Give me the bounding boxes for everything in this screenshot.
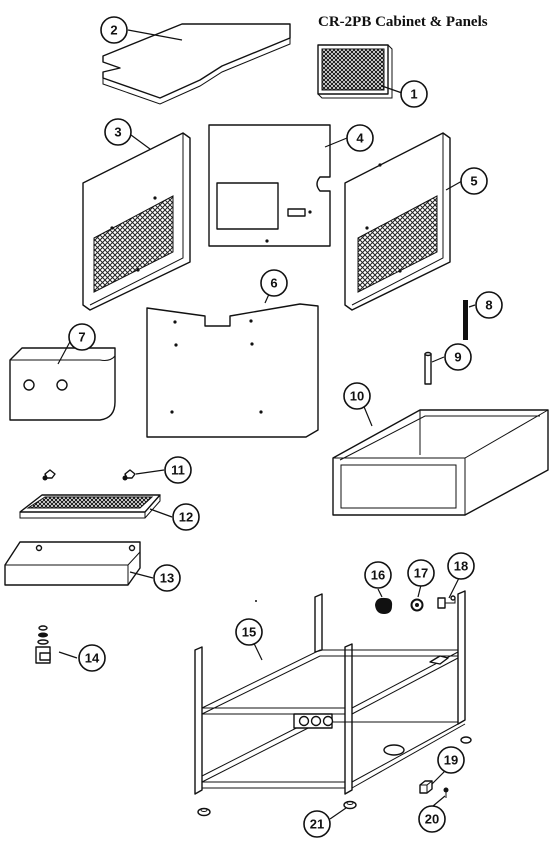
callout-number: 6 <box>270 276 277 291</box>
part-4-back-panel <box>208 124 331 247</box>
callout-11: 11 <box>164 456 192 484</box>
callout-8: 8 <box>475 291 503 319</box>
part-8-rod <box>463 300 468 340</box>
part-6-front-panel <box>146 303 319 438</box>
part-20-screw <box>443 787 449 798</box>
callout-number: 20 <box>425 812 439 827</box>
callout-number: 15 <box>242 625 256 640</box>
callout-1: 1 <box>400 80 428 108</box>
part-12-grate <box>19 494 161 519</box>
callout-19: 19 <box>437 746 465 774</box>
callout-15: 15 <box>235 618 263 646</box>
callout-9: 9 <box>444 343 472 371</box>
callout-number: 17 <box>414 566 428 581</box>
part-14-valve-assembly <box>35 625 51 664</box>
callout-circle <box>407 559 435 587</box>
callout-4: 4 <box>346 124 374 152</box>
part-2-top-panel <box>102 23 291 105</box>
callout-14: 14 <box>78 644 106 672</box>
part-3-left-side-panel <box>82 132 191 311</box>
callout-number: 13 <box>160 571 174 586</box>
part-19-nut <box>419 780 433 794</box>
callout-circle <box>364 561 392 589</box>
callout-circle <box>260 269 288 297</box>
callout-circle <box>444 343 472 371</box>
callout-circle <box>164 456 192 484</box>
callout-circle <box>235 618 263 646</box>
callout-circle <box>68 323 96 351</box>
part-5-right-side-panel <box>344 132 451 311</box>
callout-number: 9 <box>454 350 461 365</box>
part-15-cabinet-frame <box>194 590 472 795</box>
diagram-title: CR-2PB Cabinet & Panels <box>318 14 488 30</box>
callout-number: 21 <box>310 817 324 832</box>
callout-circle <box>346 124 374 152</box>
callout-circle <box>78 644 106 672</box>
callout-number: 7 <box>78 330 85 345</box>
callout-5: 5 <box>460 167 488 195</box>
callout-circle <box>447 552 475 580</box>
callout-6: 6 <box>260 269 288 297</box>
callout-16: 16 <box>364 561 392 589</box>
callout-7: 7 <box>68 323 96 351</box>
callout-number: 3 <box>114 125 121 140</box>
part-18-clip <box>437 595 456 609</box>
part-10-drawer-frame <box>332 409 549 516</box>
callout-13: 13 <box>153 564 181 592</box>
callout-circle <box>104 118 132 146</box>
callout-2: 2 <box>100 16 128 44</box>
callout-circle <box>437 746 465 774</box>
callout-20: 20 <box>418 805 446 833</box>
part-1-grille <box>317 44 393 99</box>
callout-circle <box>153 564 181 592</box>
part-7-control-panel <box>9 347 116 421</box>
callout-12: 12 <box>172 503 200 531</box>
part-17-small-knob <box>410 598 424 612</box>
callout-number: 1 <box>410 87 417 102</box>
callout-circle <box>475 291 503 319</box>
part-13-tray <box>4 541 141 586</box>
callout-number: 18 <box>454 559 468 574</box>
callout-number: 8 <box>485 298 492 313</box>
leader-lines <box>57 29 476 820</box>
callout-18: 18 <box>447 552 475 580</box>
callout-circle <box>100 16 128 44</box>
callout-circle <box>460 167 488 195</box>
callout-number: 4 <box>356 131 364 146</box>
part-9-pin <box>424 351 432 385</box>
callout-21: 21 <box>303 810 331 838</box>
callout-number: 16 <box>371 568 385 583</box>
callout-number: 10 <box>350 389 364 404</box>
callout-circle <box>400 80 428 108</box>
callout-3: 3 <box>104 118 132 146</box>
callout-10: 10 <box>343 382 371 410</box>
callout-circle <box>343 382 371 410</box>
callout-17: 17 <box>407 559 435 587</box>
part-21-foot <box>197 800 357 817</box>
callout-number: 2 <box>110 23 117 38</box>
callout-number: 14 <box>85 651 100 666</box>
callout-circle <box>303 810 331 838</box>
callout-circle <box>418 805 446 833</box>
part-11-screws <box>42 469 136 481</box>
part-16-knob <box>375 597 393 614</box>
callout-number: 11 <box>171 463 185 478</box>
callout-number: 12 <box>179 510 193 525</box>
callout-number: 19 <box>444 753 458 768</box>
callout-number: 5 <box>470 174 477 189</box>
callout-circle <box>172 503 200 531</box>
